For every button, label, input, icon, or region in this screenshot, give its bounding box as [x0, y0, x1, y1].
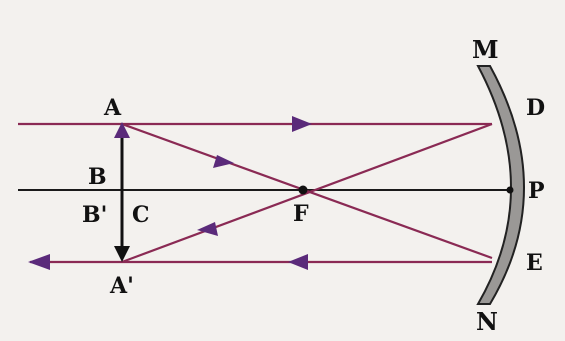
label-c: C: [132, 202, 150, 228]
reflected-ray-d-through-focus: [121, 122, 493, 264]
pole-point: [506, 186, 514, 194]
arrowhead-incident-top: [292, 116, 312, 132]
label-b: B: [88, 164, 107, 190]
label-a-prime: A': [109, 273, 134, 299]
label-b-prime: B': [82, 202, 107, 228]
arrowhead-reflected-end: [28, 254, 50, 270]
label-f: F: [293, 201, 309, 227]
concave-mirror-icon: [476, 65, 525, 305]
arrowhead-reflected-bottom: [288, 254, 308, 270]
object-arrowhead: [114, 122, 130, 138]
label-d: D: [526, 95, 545, 121]
label-n: N: [476, 307, 498, 336]
arrowhead-focus-to-image: [197, 222, 218, 236]
label-p: P: [528, 178, 545, 204]
focus-point: [298, 185, 308, 195]
label-a: A: [103, 95, 122, 121]
label-e: E: [526, 250, 543, 276]
image-arrowhead: [114, 246, 130, 262]
label-m: M: [472, 35, 499, 64]
arrowhead-a-to-focus: [213, 155, 234, 168]
